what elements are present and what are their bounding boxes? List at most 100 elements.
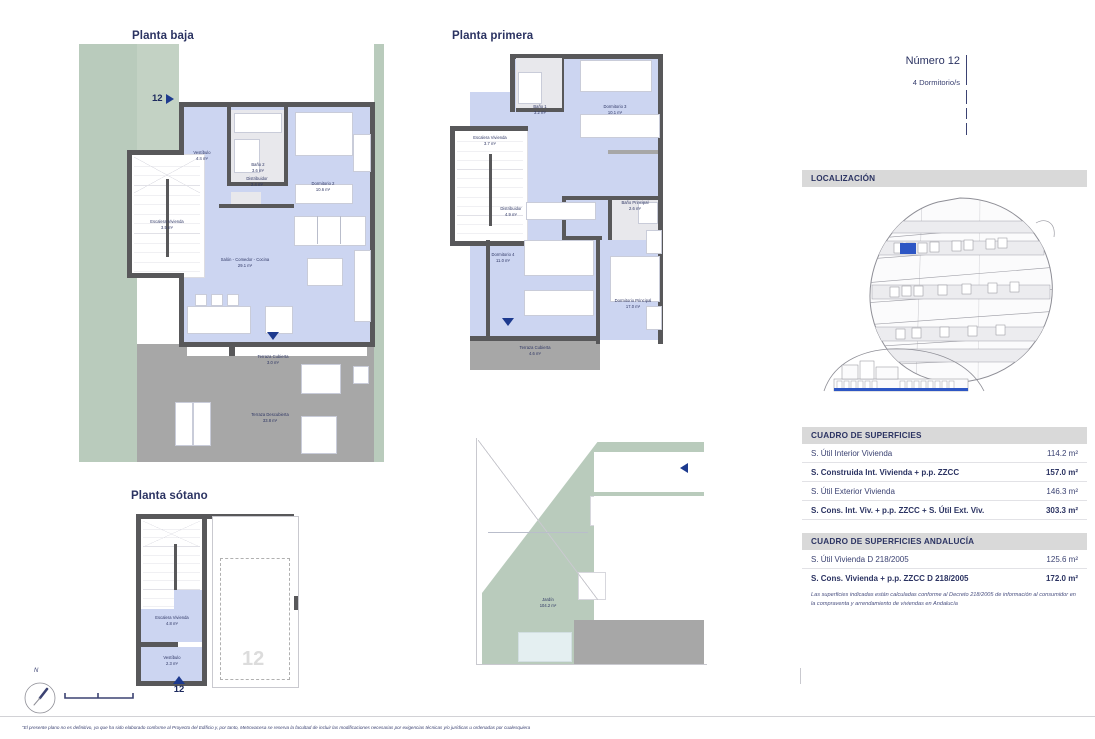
parcela-boundary [476, 438, 707, 665]
wall-left-top [127, 150, 184, 155]
table-row: S. Construida Int. Vivienda + p.p. ZZCC … [802, 463, 1087, 482]
parcela-access-arrow-icon [680, 463, 688, 473]
row-label: S. Útil Interior Vivienda [811, 448, 893, 458]
planta-sotano-title-wrap: Planta sótano [131, 486, 208, 504]
site-plan-icon [869, 197, 1055, 383]
header-rule-1 [966, 55, 967, 85]
wall-entry-left [179, 102, 184, 152]
dist-arrow-box [231, 192, 261, 204]
header-block: Número 12 4 Dormitorio/s [795, 55, 1085, 87]
salon-sofa-div1 [317, 216, 318, 244]
wall-dist-bottom [219, 204, 294, 208]
planta-primera-plan: Baño 1 3.2 m² Dormitorio 3 10.1 m² Escal… [440, 44, 700, 370]
dorm2-wardrobe [353, 134, 371, 172]
plot-white-entry [179, 44, 239, 112]
header-rule-4 [966, 123, 967, 135]
salon-counter [354, 250, 371, 322]
planta-primera-title: Planta primera [452, 30, 534, 42]
salon-sofa [294, 216, 366, 246]
localizacion-band: LOCALIZACIÓN [802, 170, 1087, 187]
row-value: 172.0 m² [1045, 573, 1078, 583]
pp-dormp-side2 [646, 306, 662, 330]
localizacion-map [860, 193, 1060, 393]
scale-bar-icon [64, 693, 134, 699]
planta-baja-plan: Vestíbulo 4.4 m² Baño 2 3.6 m² Dormitori… [79, 44, 384, 464]
kitchen-stool-a [195, 294, 207, 306]
ps-garage-dashed [220, 558, 290, 680]
wall-left-lower [179, 278, 184, 346]
header-rule-2 [966, 90, 967, 104]
row-value: 146.3 m² [1046, 486, 1078, 496]
pp-grey-right [608, 150, 660, 154]
ps-garage-watermark: 12 [242, 648, 265, 670]
wall-bath-bottom [227, 182, 288, 186]
pp-terraza-cubierta [470, 340, 600, 370]
pp-wall-bathp-left [608, 200, 612, 240]
stair-center-wall [166, 179, 169, 257]
unit-number: Número 12 [905, 55, 960, 67]
row-label: S. Construida Int. Vivienda + p.p. ZZCC [811, 467, 960, 477]
pp-wall-left-top [450, 126, 528, 131]
right-column-tick [800, 668, 801, 684]
planta-baja-title-wrap: Planta baja [132, 26, 194, 44]
pp-wall-bottom-left [470, 336, 600, 341]
localizacion-elevation [820, 345, 990, 395]
entry-arrow-icon [165, 93, 174, 104]
parcela-inner-line [488, 532, 588, 533]
sotano-access-arrow-icon [173, 676, 185, 684]
kitchen-stool-b [211, 294, 223, 306]
parcela-grey-terrace [574, 620, 704, 664]
pp-wall-bath1-bottom [516, 108, 564, 112]
compass-block: N [18, 668, 78, 714]
wall-bottom [179, 342, 375, 347]
table-row: S. Útil Vivienda D 218/2005 125.6 m² [802, 550, 1087, 569]
pp-bathp-fixture [638, 202, 658, 224]
pp-wall-dorm-top [562, 196, 660, 200]
wall-left-mid [127, 273, 184, 278]
kitchen-unit [265, 306, 293, 334]
row-label: S. Útil Exterior Vivienda [811, 486, 895, 496]
ps-wall-vest-top [136, 642, 178, 647]
pp-dorm4-closet [524, 290, 594, 316]
dorm2-closet [295, 184, 353, 204]
terraza-unit [353, 366, 369, 384]
superficies-title: CUADRO DE SUPERFICIES [811, 431, 922, 440]
footer-disclaimer: "El presente plano no es definitivo, ya … [22, 725, 531, 730]
pp-wall-bath1-right [560, 58, 564, 112]
terraza-cubierta-strip [187, 347, 367, 356]
footer-separator [0, 716, 1095, 717]
planta-primera-title-wrap: Planta primera [452, 26, 533, 44]
pp-wall-dist-right [562, 236, 602, 240]
parcela-diagonal [478, 440, 598, 600]
ps-vestibulo-blue [141, 647, 202, 681]
table-row: S. Cons. Vivienda + p.p. ZZCC D 218/2005… [802, 569, 1087, 587]
row-value: 157.0 m² [1045, 467, 1078, 477]
ps-wall-bottom [136, 681, 207, 686]
wall-bath-right [284, 106, 288, 186]
planta-sotano-plan: 12 Escalera Vivienda 4.8 m² Vestíbulo 2.… [130, 500, 310, 690]
row-label: S. Cons. Vivienda + p.p. ZZCC D 218/2005 [811, 573, 969, 583]
row-label: S. Útil Vivienda D 218/2005 [811, 554, 909, 564]
compass-north-label: N [34, 668, 39, 674]
wall-dorm2-left [284, 106, 288, 124]
planta-sotano-title: Planta sótano [131, 490, 208, 502]
terrace-grey-zone [137, 344, 374, 462]
pp-wall-dorm4-left [486, 240, 490, 338]
terraza-strip-divider [229, 347, 235, 356]
pp-dorm3-bed [580, 60, 652, 92]
highlighted-unit [900, 243, 916, 254]
parcela-plan: Jardín 104.2 m² [470, 430, 710, 670]
ps-wall-left [136, 514, 141, 686]
superficies-band: CUADRO DE SUPERFICIES [802, 427, 1087, 444]
bedroom-count: 4 Dormitorio/s [912, 78, 960, 87]
ps-garage-outline [212, 516, 299, 688]
wall-right [370, 102, 375, 346]
table-row: S. Útil Exterior Vivienda 146.3 m² [802, 482, 1087, 501]
header-rule-3 [966, 108, 967, 119]
ps-wall-right-mid [202, 514, 207, 686]
compass-icon [24, 682, 56, 714]
andalucia-note: Las superficies indicadas están calculad… [811, 592, 1076, 607]
dorm2-bed [295, 112, 353, 156]
pp-dorm3-wardrobe [580, 114, 660, 138]
